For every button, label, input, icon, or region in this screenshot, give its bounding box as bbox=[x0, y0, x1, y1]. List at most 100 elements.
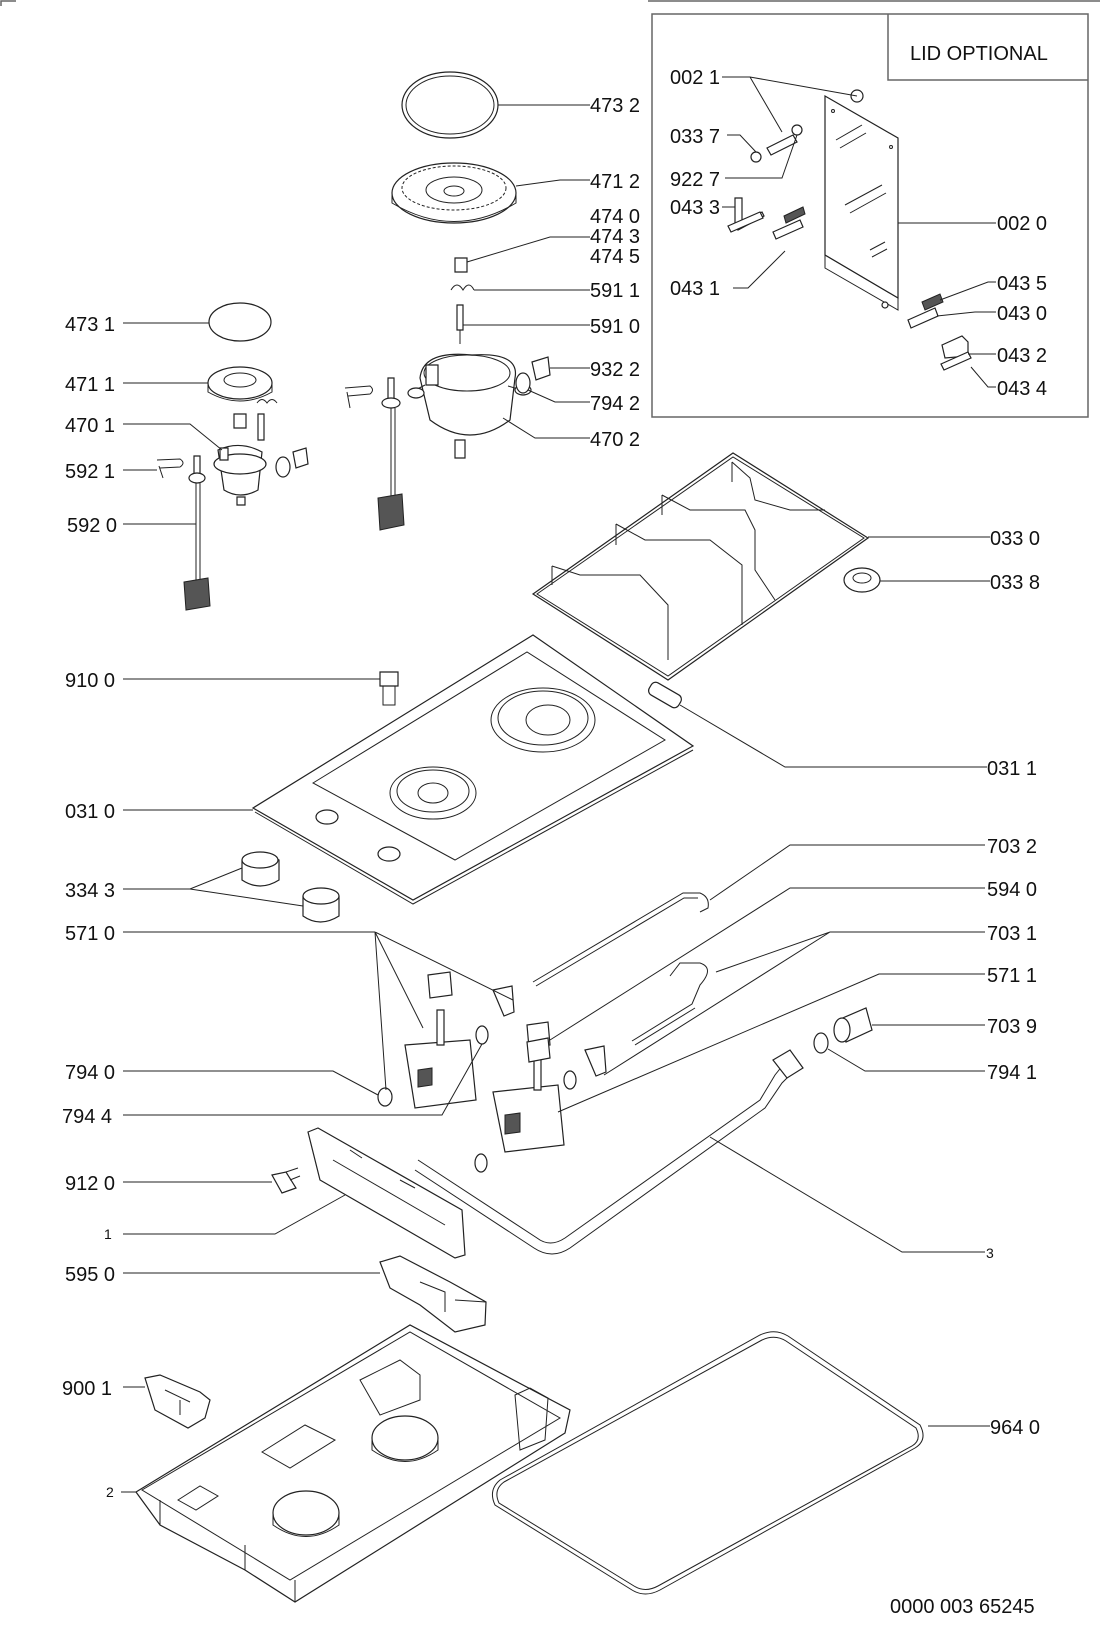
cooktop-plate: 910 0 031 1 031 0 bbox=[65, 634, 1037, 905]
label-910-0: 910 0 bbox=[65, 670, 115, 692]
label-794-1: 794 1 bbox=[987, 1062, 1037, 1084]
leader-703-2 bbox=[709, 844, 985, 901]
small-burner-cap bbox=[208, 302, 272, 342]
leader-703-1 bbox=[603, 931, 985, 1076]
label-794-4: 794 4 bbox=[62, 1106, 112, 1128]
label-470-2: 470 2 bbox=[590, 429, 640, 451]
label-474-3: 474 3 bbox=[590, 226, 640, 248]
pipe-703-2 bbox=[532, 892, 709, 983]
label-470-1: 470 1 bbox=[65, 415, 115, 437]
base-tray: 900 1 964 0 2 bbox=[62, 1324, 1040, 1603]
lid-optional-panel: LID OPTIONAL bbox=[648, 0, 1100, 418]
label-033-7: 033 7 bbox=[670, 126, 720, 148]
bracket-900-1 bbox=[144, 1374, 211, 1429]
leader-571-1 bbox=[557, 973, 985, 1113]
label-591-0: 591 0 bbox=[590, 316, 640, 338]
small-burner-head bbox=[207, 366, 273, 400]
gas-pipe-3 bbox=[417, 1059, 788, 1244]
lid-title-box bbox=[887, 14, 1088, 81]
large-burner-head bbox=[391, 162, 517, 224]
label-002-1: 002 1 bbox=[670, 67, 720, 89]
front-bracket-1 bbox=[307, 1127, 466, 1259]
label-592-0: 592 0 bbox=[67, 515, 117, 537]
leader-1 bbox=[123, 1194, 346, 1235]
gas-valve-right bbox=[492, 1084, 565, 1153]
label-043-5: 043 5 bbox=[997, 273, 1047, 295]
label-473-2: 473 2 bbox=[590, 95, 640, 117]
ignitor-clip-left bbox=[156, 458, 184, 479]
seal-794-4 bbox=[475, 1025, 489, 1045]
label-043-4: 043 4 bbox=[997, 378, 1047, 400]
gas-valves-and-pipes: 703 2 594 0 571 0 703 1 571 1 703 9 794 … bbox=[62, 836, 1037, 1261]
leader-043-4 bbox=[970, 366, 996, 388]
label-043-0: 043 0 bbox=[997, 303, 1047, 325]
seal-794-2 bbox=[515, 372, 531, 394]
gasket-964-0 bbox=[491, 1331, 924, 1595]
label-932-2: 932 2 bbox=[590, 359, 640, 381]
label-964-0: 964 0 bbox=[990, 1417, 1040, 1439]
leader-470-2 bbox=[502, 417, 590, 439]
label-471-2: 471 2 bbox=[590, 171, 640, 193]
leader-571-0 bbox=[123, 931, 514, 1091]
leader-002-1 bbox=[722, 76, 858, 133]
label-031-1: 031 1 bbox=[987, 758, 1037, 780]
label-043-1: 043 1 bbox=[670, 278, 720, 300]
label-794-0: 794 0 bbox=[65, 1062, 115, 1084]
control-knobs: 334 3 bbox=[65, 851, 340, 923]
ignition-module-595-0 bbox=[379, 1255, 487, 1333]
label-922-7: 922 7 bbox=[670, 169, 720, 191]
large-burner-body bbox=[419, 353, 517, 436]
document-code: 0000 003 65245 bbox=[890, 1596, 1035, 1618]
leader-794-1 bbox=[827, 1048, 985, 1072]
label-571-0: 571 0 bbox=[65, 923, 115, 945]
leader-794-0 bbox=[123, 1070, 379, 1096]
label-031-0: 031 0 bbox=[65, 801, 115, 823]
label-703-9: 703 9 bbox=[987, 1016, 1037, 1038]
leader-794-2 bbox=[527, 389, 590, 403]
label-592-1: 592 1 bbox=[65, 461, 115, 483]
leader-474 bbox=[466, 236, 590, 263]
leader-922-7 bbox=[725, 134, 798, 179]
label-594-0: 594 0 bbox=[987, 879, 1037, 901]
label-043-3: 043 3 bbox=[670, 197, 720, 219]
lid-hinge-right-parts bbox=[907, 293, 972, 371]
label-473-1: 473 1 bbox=[65, 314, 115, 336]
label-474-5: 474 5 bbox=[590, 246, 640, 268]
leader-470-1 bbox=[123, 423, 223, 451]
label-1: 1 bbox=[104, 1226, 112, 1242]
spark-electrode bbox=[456, 304, 464, 331]
leader-334-3 bbox=[123, 867, 304, 907]
label-002-0: 002 0 bbox=[997, 213, 1047, 235]
leader-031-1 bbox=[679, 704, 987, 768]
corner-mark bbox=[0, 0, 16, 6]
pipe-703-1 bbox=[631, 962, 708, 1042]
grid-foot bbox=[843, 567, 881, 593]
leader-033-7 bbox=[727, 134, 757, 153]
seal-794-1 bbox=[813, 1032, 829, 1054]
ignition-switch-594-0 bbox=[526, 1037, 551, 1063]
leader-794-4 bbox=[123, 1043, 483, 1116]
label-591-1: 591 1 bbox=[590, 280, 640, 302]
label-033-0: 033 0 bbox=[990, 528, 1040, 550]
lid-frame bbox=[651, 13, 1089, 418]
leader-594-0 bbox=[549, 887, 985, 1041]
leader-3 bbox=[709, 1136, 985, 1253]
label-033-8: 033 8 bbox=[990, 572, 1040, 594]
front-bracket-and-switch: 912 0 1 595 0 bbox=[65, 1127, 487, 1333]
label-474-0: 474 0 bbox=[590, 206, 640, 228]
label-595-0: 595 0 bbox=[65, 1264, 115, 1286]
label-571-1: 571 1 bbox=[987, 965, 1037, 987]
thermocouple-clip bbox=[450, 284, 475, 291]
label-471-1: 471 1 bbox=[65, 374, 115, 396]
label-900-1: 900 1 bbox=[62, 1378, 112, 1400]
large-burner-assembly: 473 2 471 2 474 0 474 3 474 5 591 1 591 … bbox=[344, 71, 640, 531]
leader-043-1 bbox=[733, 250, 786, 289]
bolt-912-0 bbox=[271, 1171, 297, 1194]
label-703-2: 703 2 bbox=[987, 836, 1037, 858]
small-burner-assembly: 473 1 471 1 470 1 592 1 592 0 bbox=[65, 302, 309, 611]
lid-title: LID OPTIONAL bbox=[910, 43, 1048, 65]
label-912-0: 912 0 bbox=[65, 1173, 115, 1195]
leader-043-0 bbox=[936, 311, 996, 317]
gas-valve-left bbox=[404, 1039, 477, 1109]
